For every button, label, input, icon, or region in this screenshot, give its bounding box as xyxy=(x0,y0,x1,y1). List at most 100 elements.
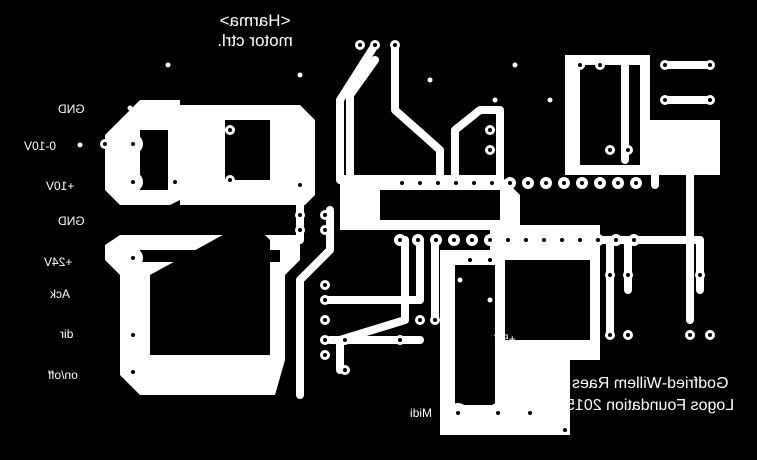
drill-hole xyxy=(228,178,232,182)
drill-hole xyxy=(608,333,612,337)
drill-hole xyxy=(418,318,422,322)
drill-hole xyxy=(452,238,456,242)
drill-hole xyxy=(343,338,347,342)
title-line1: <Harma> xyxy=(219,11,291,30)
drill-hole xyxy=(416,238,420,242)
drill-hole xyxy=(373,43,377,47)
drill-hole xyxy=(524,238,528,242)
drill-hole xyxy=(608,273,612,277)
drill-hole xyxy=(488,148,492,152)
drill-hole xyxy=(358,43,362,47)
label-plus10v: +10V xyxy=(46,179,75,193)
drill-hole xyxy=(626,273,630,277)
drill-hole xyxy=(323,298,327,302)
drill-hole xyxy=(470,238,474,242)
via xyxy=(512,62,518,68)
drill-hole xyxy=(400,181,404,185)
drill-hole xyxy=(626,333,630,337)
drill-hole xyxy=(323,353,327,357)
drill-hole xyxy=(323,318,327,322)
via xyxy=(487,297,493,303)
drill-hole xyxy=(173,180,177,184)
drill-hole xyxy=(563,428,567,432)
drill-hole xyxy=(131,370,135,374)
drill-hole xyxy=(398,238,402,242)
title-line2: motor ctrl. xyxy=(217,31,293,50)
drill-hole xyxy=(454,181,458,185)
via xyxy=(492,97,498,103)
drill-hole xyxy=(578,238,582,242)
label-plus24v: +24V xyxy=(44,255,73,269)
drill-hole xyxy=(433,318,437,322)
drill-hole xyxy=(496,411,500,415)
drill-hole xyxy=(472,181,476,185)
drill-hole xyxy=(616,181,620,185)
drill-hole xyxy=(708,333,712,337)
via xyxy=(547,97,553,103)
label-gnd1: GND xyxy=(58,102,85,116)
via xyxy=(457,277,463,283)
drill-hole xyxy=(708,63,712,67)
drill-hole xyxy=(596,238,600,242)
label-midi: Midi xyxy=(410,406,433,420)
drill-hole xyxy=(488,238,492,242)
via xyxy=(297,72,303,78)
label-on-off: on/off xyxy=(48,368,78,382)
drill-hole xyxy=(228,128,232,132)
via xyxy=(127,105,133,111)
via xyxy=(165,62,171,68)
via xyxy=(417,262,423,268)
drill-hole xyxy=(528,411,532,415)
drill-hole xyxy=(698,273,702,277)
label-gnd3: GND xyxy=(530,424,557,438)
via xyxy=(77,142,83,148)
drill-hole xyxy=(323,228,327,232)
drill-hole xyxy=(560,238,564,242)
via xyxy=(427,77,433,83)
drill-hole xyxy=(508,181,512,185)
drill-hole xyxy=(298,183,302,187)
drill-hole xyxy=(526,181,530,185)
label-dir: dir xyxy=(60,327,74,341)
drill-hole xyxy=(598,63,602,67)
drill-hole xyxy=(614,238,618,242)
drill-hole xyxy=(490,181,494,185)
label-gnd2: GND xyxy=(58,214,85,228)
drill-hole xyxy=(634,181,638,185)
drill-hole xyxy=(131,256,135,260)
drill-hole xyxy=(544,181,548,185)
credit-author: Godfried-Willem Raes xyxy=(572,375,729,392)
drill-hole xyxy=(562,181,566,185)
drill-hole xyxy=(131,333,135,337)
drill-hole xyxy=(434,238,438,242)
drill-hole xyxy=(456,411,460,415)
drill-hole xyxy=(323,213,327,217)
drill-hole xyxy=(542,238,546,242)
drill-hole xyxy=(626,148,630,152)
label-plus5v: +5V xyxy=(494,332,516,346)
drill-hole xyxy=(488,128,492,132)
drill-hole xyxy=(131,142,135,146)
drill-hole xyxy=(323,283,327,287)
drill-hole xyxy=(393,43,397,47)
credit-org: Logos Foundation 2015 xyxy=(566,397,735,414)
drill-hole xyxy=(688,333,692,337)
drill-hole xyxy=(578,63,582,67)
label-ack: Ack xyxy=(50,287,71,301)
drill-hole xyxy=(323,338,327,342)
drill-hole xyxy=(298,228,302,232)
drill-hole xyxy=(488,258,492,262)
drill-hole xyxy=(343,368,347,372)
drill-hole xyxy=(506,238,510,242)
drill-hole xyxy=(663,98,667,102)
label-0-10v: 0-10V xyxy=(24,139,57,153)
drill-hole xyxy=(418,181,422,185)
drill-hole xyxy=(436,181,440,185)
drill-hole xyxy=(663,63,667,67)
drill-hole xyxy=(632,238,636,242)
drill-hole xyxy=(298,213,302,217)
drill-hole xyxy=(708,98,712,102)
drill-hole xyxy=(468,258,472,262)
